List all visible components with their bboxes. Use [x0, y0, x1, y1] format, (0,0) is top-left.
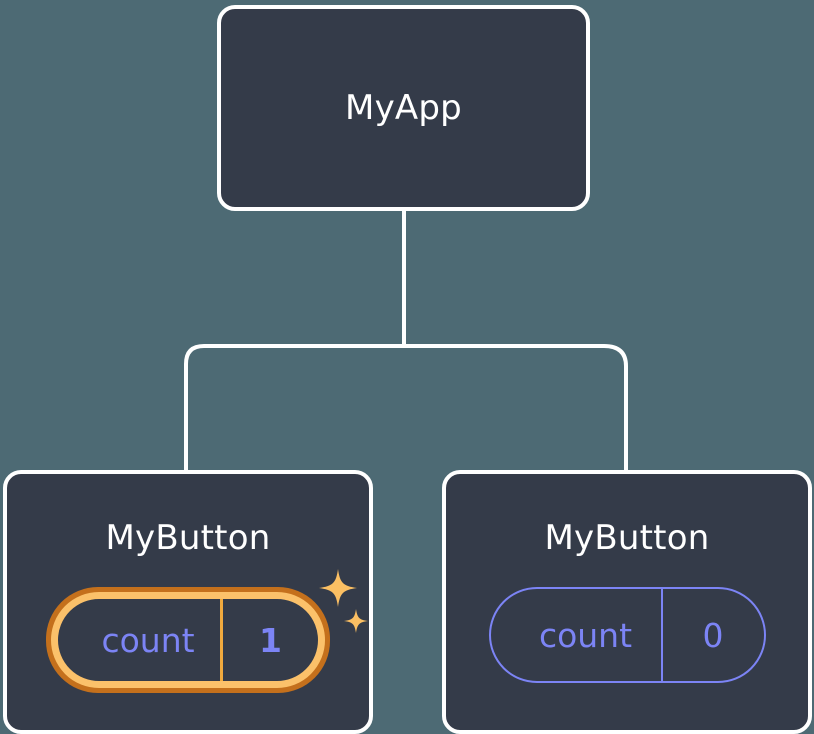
state-value-right: 0 — [660, 589, 764, 681]
sparkle-icon-small — [343, 609, 368, 633]
state-key-right: count — [538, 615, 633, 655]
connector-branch-bus — [184, 344, 628, 470]
sparkle-icon-large — [318, 569, 357, 607]
state-pill-left[interactable]: count 1 — [46, 587, 330, 693]
node-mybutton-left[interactable]: MyButton count 1 — [3, 470, 373, 734]
node-mybutton-right[interactable]: MyButton count 0 — [442, 470, 812, 734]
state-key-left: count — [101, 620, 195, 660]
node-myapp-label: MyApp — [345, 88, 462, 128]
state-pill-left-wrapper: count 1 — [46, 569, 368, 693]
state-pill-right[interactable]: count 0 — [488, 587, 766, 683]
state-pill-left-inner: count 1 — [51, 592, 325, 688]
node-mybutton-right-label: MyButton — [544, 518, 710, 558]
node-myapp[interactable]: MyApp — [217, 5, 590, 211]
state-pill-right-wrapper: count 0 — [488, 587, 766, 683]
state-value-left: 1 — [220, 599, 318, 681]
node-mybutton-left-label: MyButton — [105, 518, 271, 558]
